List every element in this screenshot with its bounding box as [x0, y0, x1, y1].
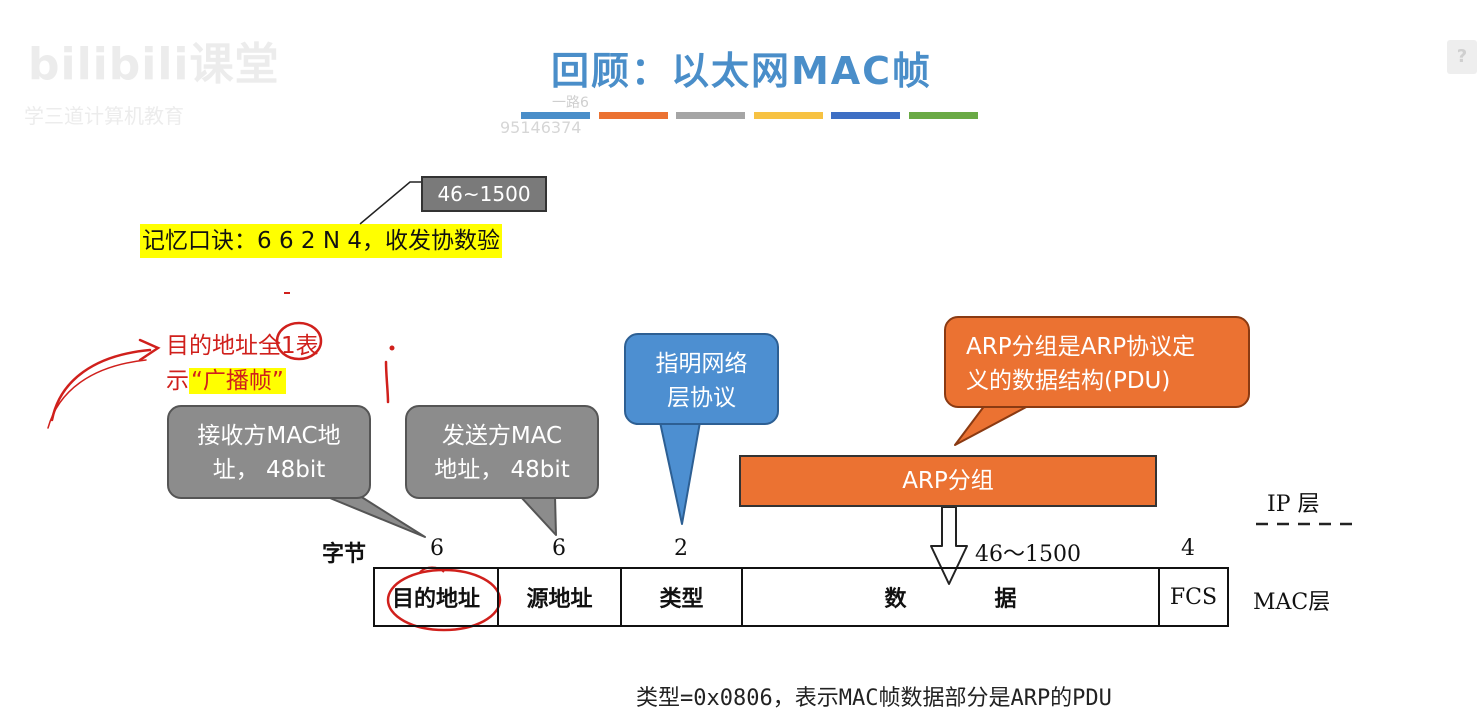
callout-arp-line2: 义的数据结构(PDU): [966, 368, 1171, 394]
title-color-bar: [676, 112, 745, 119]
frame-field-dest: 目的地址: [375, 569, 499, 625]
callout-src-tail: [519, 495, 557, 536]
callout-sender-mac: 发送方MAC 地址， 48bit: [405, 405, 599, 499]
red-exclamation-mark: [384, 360, 390, 404]
callout-type-line1: 指明网络: [655, 351, 748, 377]
callout-receiver-line2: 址， 48bit: [212, 457, 326, 483]
red-circle-all-ones: [275, 321, 323, 361]
callout-dest-tail: [324, 495, 426, 538]
bilibili-watermark-logo: bilibili课堂: [28, 39, 280, 90]
slide-title: 回顾：以太网MAC帧: [550, 49, 933, 93]
broadcast-note-line1: 目的地址全1表: [166, 333, 319, 359]
callout-type-tail: [659, 421, 701, 525]
red-handwritten-arrow: [50, 338, 161, 422]
title-color-bar: [908, 112, 978, 119]
frame-field-type: 类型: [622, 569, 743, 625]
frame-field-fcs: FCS: [1169, 584, 1218, 610]
title-color-bar: [598, 112, 668, 119]
range-leader-line: [359, 181, 421, 225]
callout-arp-line1: ARP分组是ARP协议定: [966, 334, 1196, 360]
callout-network-protocol: 指明网络 层协议: [624, 333, 779, 425]
watermark-subtitle: 学三道计算机教育: [24, 104, 184, 128]
watermark-id-bottom: 95146374: [500, 118, 582, 137]
title-color-bar: [831, 112, 900, 119]
red-handwritten-arrow-outline: [47, 359, 147, 429]
title-color-bar: [521, 112, 590, 119]
callout-receiver-line1: 接收方MAC地: [197, 423, 341, 449]
callout-arp-definition: ARP分组是ARP协议定 义的数据结构(PDU): [944, 316, 1250, 408]
callout-sender-line1: 发送方MAC: [441, 423, 563, 449]
arp-group-box: ARP分组: [739, 455, 1157, 507]
ip-layer-label: IP 层: [1267, 492, 1320, 517]
red-exclamation-dot: [389, 345, 395, 351]
mac-layer-label: MAC层: [1253, 590, 1331, 615]
type-footer-note: 类型=0x0806，表示MAC帧数据部分是ARP的PDU: [636, 686, 1112, 711]
frame-field-data-char2: 据: [994, 587, 1017, 612]
arp-down-arrow: [930, 506, 968, 585]
broadcast-note-highlight: “广播帧”: [189, 368, 286, 394]
byte-label: 字节: [322, 542, 367, 567]
byte-size-type: 2: [674, 536, 688, 561]
byte-size-fcs: 4: [1181, 536, 1195, 561]
callout-arp-tail: [954, 404, 1031, 446]
help-icon[interactable]: ?: [1447, 40, 1477, 74]
byte-size-dest: 6: [430, 536, 444, 561]
red-circle-dest-field: [386, 568, 502, 632]
frame-field-data-char1: 数: [884, 587, 907, 612]
payload-range-box: 46~1500: [421, 176, 547, 212]
mnemonic-text: 记忆口诀：6 6 2 N 4，收发协数验: [140, 224, 502, 258]
frame-field-src: 源地址: [499, 569, 622, 625]
byte-size-src: 6: [552, 536, 566, 561]
callout-type-line2: 层协议: [667, 385, 736, 411]
title-color-bar: [753, 112, 823, 119]
watermark-id-top: 一路6: [552, 95, 589, 111]
broadcast-note-prefix: 示: [166, 368, 189, 394]
mac-frame-table: 目的地址 源地址 类型 数 据 FCS: [373, 567, 1229, 627]
broadcast-note-line2: 示“广播帧”: [166, 361, 286, 395]
frame-field-data: 数 据: [743, 569, 1160, 625]
byte-size-data: 46～1500: [975, 542, 1081, 567]
callout-sender-line2: 地址， 48bit: [434, 457, 570, 483]
callout-receiver-mac: 接收方MAC地 址， 48bit: [167, 405, 371, 499]
